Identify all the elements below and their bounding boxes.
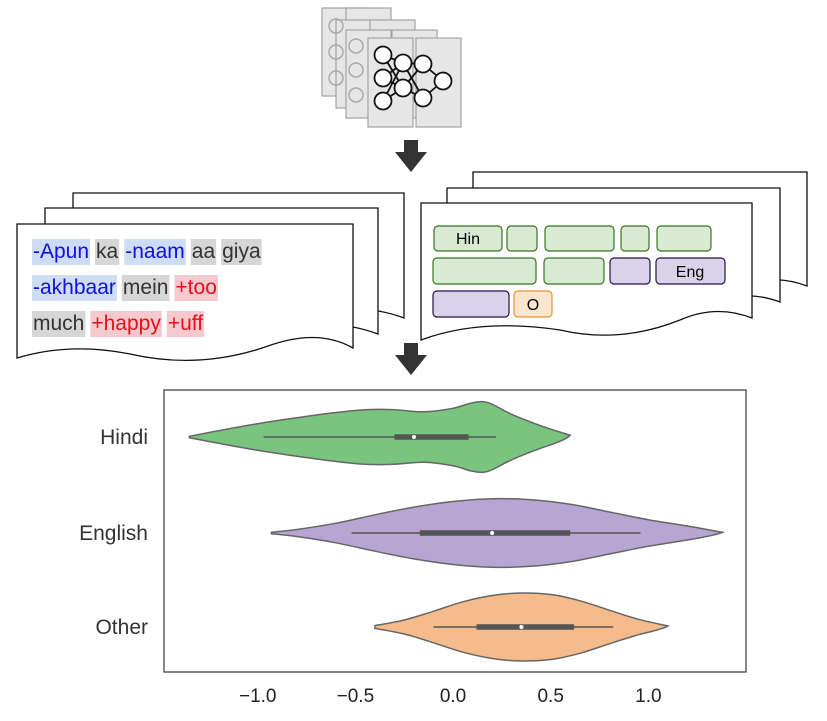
tag-box-hindi bbox=[432, 257, 537, 285]
token-highlight bbox=[32, 275, 117, 301]
tag-label-hin: Hin bbox=[456, 231, 480, 248]
tag-box-english bbox=[609, 257, 651, 285]
median-dot-other bbox=[519, 625, 524, 629]
token: +uff bbox=[168, 312, 203, 335]
tag-box-hindi bbox=[506, 225, 538, 252]
language-tag-boxes: Hin Eng O bbox=[432, 225, 726, 318]
tag-box-hindi bbox=[433, 225, 503, 252]
tag-box-hindi bbox=[543, 257, 605, 285]
token-highlight bbox=[32, 311, 86, 337]
tag-box-hindi bbox=[620, 225, 650, 252]
token: -akhbaar bbox=[33, 276, 116, 299]
token: -Apun bbox=[33, 240, 89, 263]
token-highlight bbox=[95, 239, 120, 265]
y-tick-label: Other bbox=[95, 616, 148, 639]
token: aa bbox=[192, 240, 216, 263]
tag-box-english bbox=[432, 290, 510, 318]
token: -naam bbox=[125, 240, 185, 263]
token-highlight bbox=[124, 239, 186, 265]
x-tick-label: 1.0 bbox=[635, 686, 661, 707]
y-tick-label: Hindi bbox=[100, 426, 148, 449]
token-highlight bbox=[190, 239, 217, 265]
token: +too bbox=[175, 276, 216, 299]
median-dot-english bbox=[490, 531, 495, 535]
x-tick-label: 0.0 bbox=[440, 686, 466, 707]
tag-box-hindi bbox=[656, 225, 712, 252]
x-tick-label: −1.0 bbox=[239, 686, 277, 707]
token: much bbox=[33, 312, 84, 335]
median-dot-hindi bbox=[411, 435, 416, 439]
token-highlight bbox=[90, 311, 162, 337]
tag-box-english bbox=[655, 257, 726, 285]
token-highlight bbox=[32, 239, 91, 265]
arrow-down-icon bbox=[395, 140, 427, 172]
neural-network-model-icon bbox=[321, 7, 462, 128]
arrow-down-icon bbox=[395, 343, 427, 375]
token-highlight bbox=[121, 275, 170, 301]
x-tick-label: −0.5 bbox=[337, 686, 375, 707]
token: +happy bbox=[91, 312, 161, 335]
tag-label-eng: Eng bbox=[676, 264, 704, 281]
token-highlight bbox=[166, 311, 205, 337]
tag-label-other: O bbox=[527, 297, 539, 314]
token-highlight bbox=[221, 239, 262, 265]
token: giya bbox=[222, 240, 261, 263]
tag-box-other bbox=[513, 290, 553, 318]
tag-box-hindi bbox=[544, 225, 615, 252]
token-highlight bbox=[174, 275, 218, 301]
x-tick-label: 0.5 bbox=[537, 686, 563, 707]
y-tick-label: English bbox=[79, 522, 148, 545]
token: ka bbox=[96, 240, 119, 263]
token: mein bbox=[123, 276, 169, 299]
